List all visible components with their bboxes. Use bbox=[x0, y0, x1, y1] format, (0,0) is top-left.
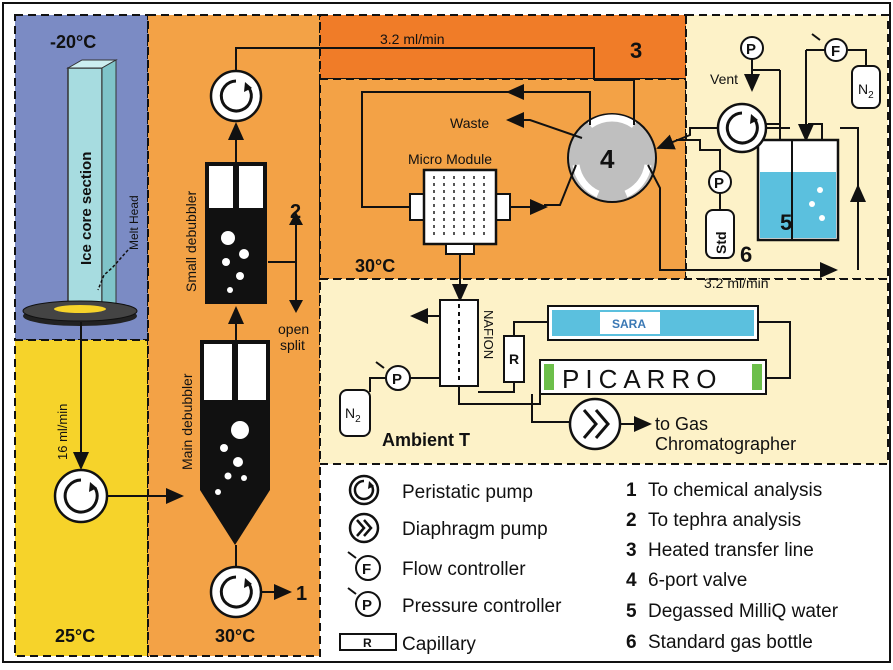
ice-core-label: Ice core section bbox=[78, 152, 95, 265]
num-1-label: 1 bbox=[296, 583, 307, 605]
diaphragm-pump-icon bbox=[568, 397, 622, 451]
capillary-r-label: R bbox=[509, 351, 519, 367]
svg-text:N2: N2 bbox=[858, 81, 874, 101]
vent-label: Vent bbox=[710, 71, 738, 87]
peristaltic-pump-icon bbox=[53, 468, 109, 524]
zone-label-debubbler: 30°C bbox=[215, 626, 255, 646]
svg-text:R: R bbox=[363, 636, 372, 650]
std-gas-bottle bbox=[705, 209, 735, 259]
num-4-label: 4 bbox=[600, 144, 615, 174]
legend-std-bottle: Standard gas bottle bbox=[648, 632, 813, 653]
zone-label-cold: -20°C bbox=[50, 32, 96, 52]
num-2-label: 2 bbox=[290, 201, 301, 223]
small-debubbler-label: Small debubbler bbox=[183, 190, 199, 292]
peristaltic-pump-icon bbox=[209, 565, 263, 619]
svg-text:P: P bbox=[714, 175, 724, 192]
num-6-label: 6 bbox=[740, 242, 752, 267]
legend: Peristatic pump Diaphragm pump F Flow co… bbox=[339, 474, 839, 655]
svg-text:N2: N2 bbox=[345, 405, 361, 425]
svg-text:P: P bbox=[392, 371, 402, 388]
peristaltic-pump-icon bbox=[209, 69, 263, 123]
legend-num-2: 2 bbox=[626, 510, 637, 531]
open-label: open bbox=[278, 321, 309, 337]
capillary-icon: R bbox=[339, 633, 397, 651]
ice-core-section bbox=[67, 67, 103, 315]
num-3-label: 3 bbox=[630, 38, 642, 63]
melt-head-label: Melt Head bbox=[127, 195, 141, 250]
n2-bottle-top bbox=[851, 65, 881, 109]
pressure-controller-icon: P bbox=[708, 170, 732, 194]
zone-micro-module bbox=[319, 78, 687, 280]
flow-16-label: 16 ml/min bbox=[55, 404, 70, 460]
picarro-label: PICARRO bbox=[562, 364, 722, 394]
nafion-dryer bbox=[439, 299, 479, 387]
svg-text:F: F bbox=[831, 43, 840, 60]
diaphragm-pump-icon bbox=[348, 512, 380, 544]
legend-peristaltic: Peristatic pump bbox=[402, 482, 533, 503]
legend-num-6: 6 bbox=[626, 632, 637, 653]
legend-valve: 6-port valve bbox=[648, 570, 747, 591]
flow-controller-icon: F bbox=[347, 551, 381, 581]
zone-label-melt: 25°C bbox=[55, 626, 95, 646]
waste-label: Waste bbox=[450, 115, 489, 131]
chromatographer-label: Chromatographer bbox=[655, 434, 796, 454]
split-label: split bbox=[280, 337, 305, 353]
zone-label-ambient: Ambient T bbox=[382, 430, 470, 450]
svg-text:P: P bbox=[362, 597, 372, 614]
peristaltic-pump-icon bbox=[348, 474, 380, 506]
n2-bottle-ambient bbox=[339, 389, 371, 437]
legend-milliq: Degassed MilliQ water bbox=[648, 601, 839, 622]
legend-diaphragm: Diaphragm pump bbox=[402, 519, 548, 540]
svg-text:F: F bbox=[362, 561, 371, 578]
legend-pressure-controller: Pressure controller bbox=[402, 596, 562, 617]
std-label: Std bbox=[713, 231, 729, 254]
six-port-valve bbox=[567, 113, 657, 203]
small-debubbler bbox=[205, 162, 267, 304]
legend-num-3: 3 bbox=[626, 540, 637, 561]
flow-top-label: 3.2 ml/min bbox=[380, 31, 445, 47]
sara-label: SARA bbox=[612, 317, 646, 331]
micro-module-label: Micro Module bbox=[408, 151, 492, 167]
nafion-label: NAFION bbox=[481, 310, 496, 359]
legend-capillary: Capillary bbox=[402, 634, 476, 655]
legend-num-1: 1 bbox=[626, 480, 637, 501]
main-debubbler-label: Main debubbler bbox=[179, 373, 195, 470]
legend-tephra: To tephra analysis bbox=[648, 510, 801, 531]
to-gas-label: to Gas bbox=[655, 414, 708, 434]
picarro-analyzer bbox=[539, 359, 767, 395]
flow-controller-icon: F bbox=[811, 33, 848, 62]
num-5-label: 5 bbox=[780, 210, 792, 235]
peristaltic-pump-icon bbox=[716, 102, 768, 154]
svg-text:P: P bbox=[746, 41, 756, 58]
pressure-controller-icon: P bbox=[375, 361, 411, 391]
micro-module bbox=[409, 168, 511, 255]
pressure-controller-icon: P bbox=[347, 587, 381, 617]
legend-chem-analysis: To chemical analysis bbox=[648, 480, 822, 501]
main-debubbler bbox=[200, 340, 270, 545]
legend-heated-line: Heated transfer line bbox=[648, 540, 814, 561]
legend-flow-controller: Flow controller bbox=[402, 559, 526, 580]
sara-analyzer bbox=[547, 305, 759, 341]
degassed-water-vessel bbox=[756, 123, 840, 242]
flow-bottom-label: 3.2 ml/min bbox=[704, 275, 769, 291]
pressure-controller-icon: P bbox=[740, 36, 764, 60]
zone-label-micro: 30°C bbox=[355, 256, 395, 276]
legend-num-5: 5 bbox=[626, 601, 637, 622]
legend-num-4: 4 bbox=[626, 570, 637, 591]
